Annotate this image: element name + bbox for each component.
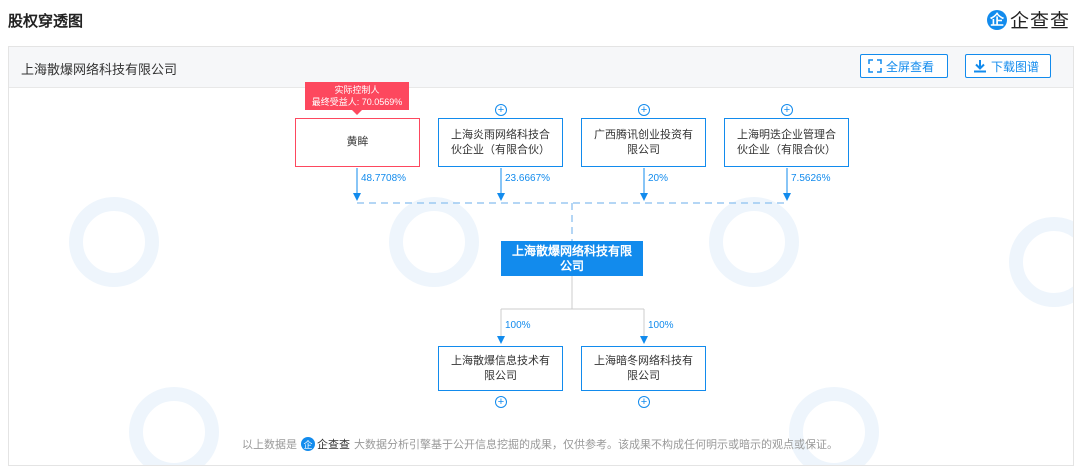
shareholder-name: 上海明迭企业管理合伙企业（有限合伙） (737, 128, 836, 156)
disclaimer: 以上数据是 企 企查查 大数据分析引擎基于公开信息挖掘的成果，仅供参考。该成果不… (0, 436, 1080, 452)
brand-icon: 企 (986, 9, 1007, 30)
share-percentage: 48.7708% (361, 173, 407, 184)
footer-logo-icon: 企 (301, 437, 315, 451)
download-icon (974, 60, 986, 73)
equity-chart-panel: 上海散爆网络科技有限公司 全屏查看 下载图谱 (8, 46, 1074, 466)
download-label: 下载图谱 (991, 59, 1040, 74)
fullscreen-button[interactable]: 全屏查看 (860, 54, 948, 78)
expand-icon[interactable]: + (781, 104, 793, 116)
expand-icon[interactable]: + (495, 104, 507, 116)
subsidiary-node[interactable]: 上海散爆信息技术有限公司 (438, 346, 563, 391)
root-company-node[interactable]: 上海散爆网络科技有限公司 (501, 241, 643, 276)
subsidiary-percentage: 100% (505, 320, 531, 331)
shareholder-name: 上海炎雨网络科技合伙企业（有限合伙） (451, 128, 550, 156)
root-company-name: 上海散爆网络科技有限公司 (511, 243, 632, 273)
subsidiary-node[interactable]: 上海暗冬网络科技有限公司 (581, 346, 706, 391)
disclaimer-text: 大数据分析引擎基于公开信息挖掘的成果，仅供参考。该成果不构成任何明示或暗示的观点… (354, 439, 838, 451)
share-percentage: 20% (648, 173, 669, 184)
share-percentage: 7.5626% (791, 173, 831, 184)
expand-icon[interactable]: + (638, 104, 650, 116)
panel-header: 上海散爆网络科技有限公司 全屏查看 下载图谱 (9, 47, 1073, 88)
shareholder-name: 黄眸 (346, 136, 369, 148)
shareholder-node-person[interactable]: 黄眸 (295, 118, 420, 167)
controller-tag-line2: 最终受益人: 70.0569% (311, 97, 403, 107)
disclaimer-prefix: 以上数据是 (242, 439, 297, 451)
controller-tag: 实际控制人 最终受益人: 70.0569% (305, 82, 409, 115)
footer-logo: 企 企查查 (301, 436, 350, 452)
subsidiary-name: 上海暗冬网络科技有限公司 (594, 354, 693, 382)
subsidiary-name: 上海散爆信息技术有限公司 (451, 354, 550, 382)
page-title: 股权穿透图 (8, 13, 84, 30)
fullscreen-label: 全屏查看 (886, 59, 935, 74)
shareholder-node[interactable]: 上海炎雨网络科技合伙企业（有限合伙） (438, 118, 563, 167)
subsidiary-percentage: 100% (648, 320, 674, 331)
brand-text: 企查查 (1009, 11, 1070, 32)
shareholder-node[interactable]: 上海明迭企业管理合伙企业（有限合伙） (724, 118, 849, 167)
company-name: 上海散爆网络科技有限公司 (21, 62, 178, 77)
expand-icon[interactable]: + (495, 396, 507, 408)
download-button[interactable]: 下载图谱 (965, 54, 1051, 78)
share-percentage: 23.6667% (505, 173, 551, 184)
brand-logo: 企 企查查 (986, 6, 1070, 33)
fullscreen-icon (868, 59, 882, 73)
controller-tag-line1: 实际控制人 (334, 85, 380, 95)
shareholder-name: 广西腾讯创业投资有限公司 (594, 128, 693, 156)
expand-icon[interactable]: + (638, 396, 650, 408)
footer-logo-text: 企查查 (317, 439, 350, 451)
shareholder-node[interactable]: 广西腾讯创业投资有限公司 (581, 118, 706, 167)
